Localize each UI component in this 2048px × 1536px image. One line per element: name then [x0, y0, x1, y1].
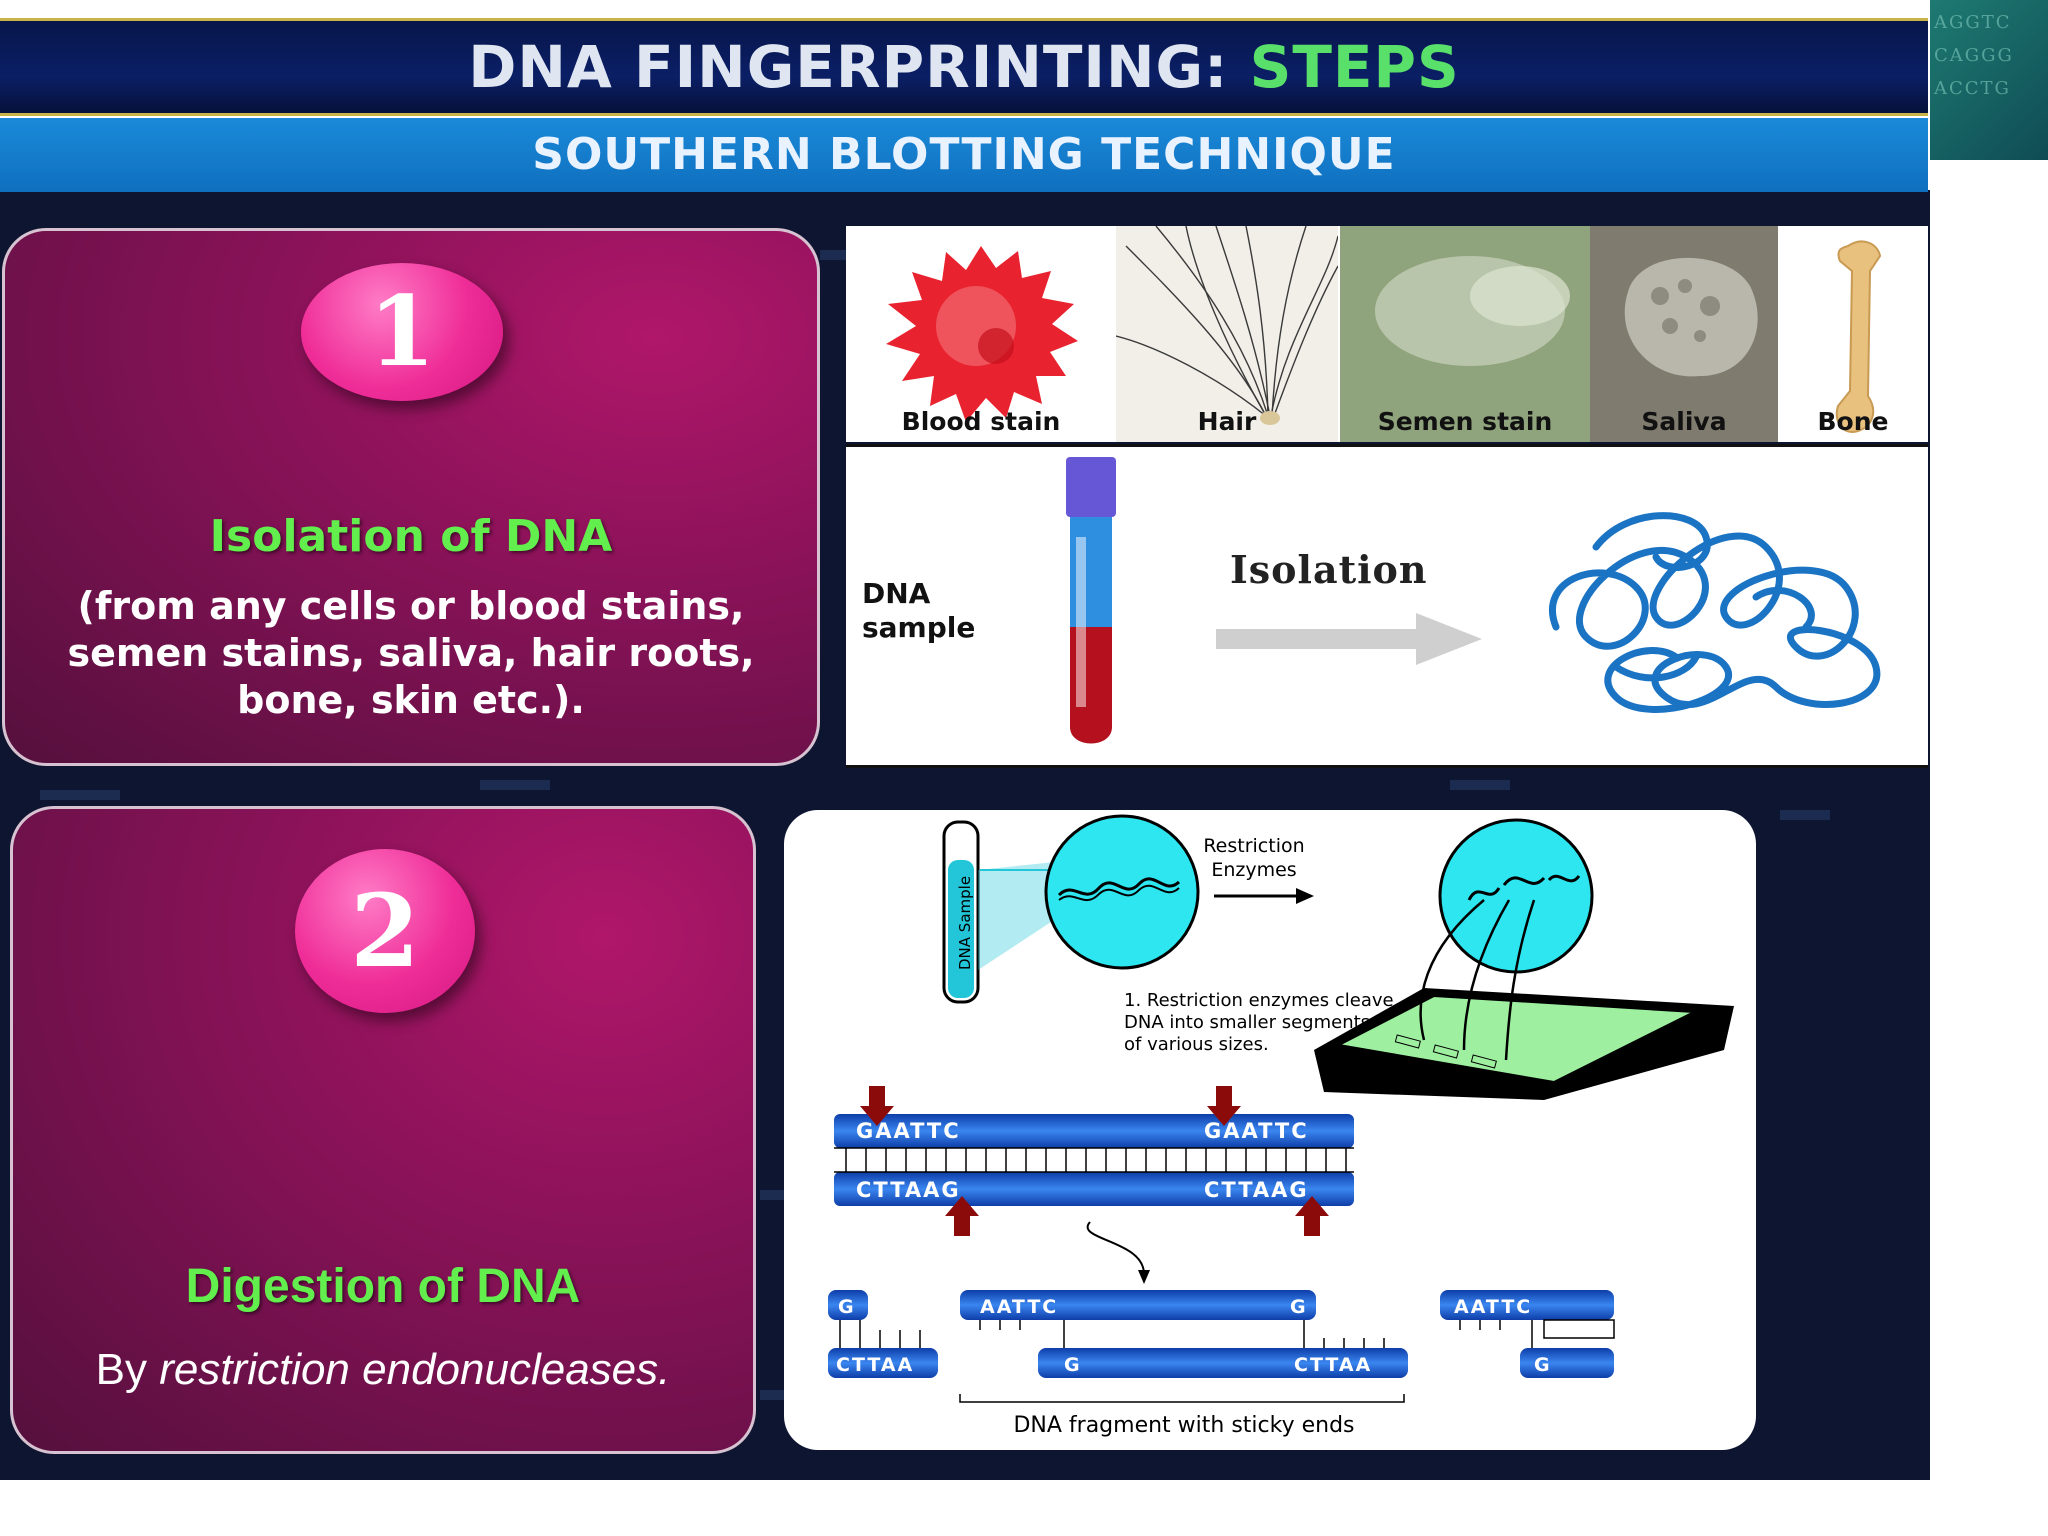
- enzyme-label-line1: Restriction: [1203, 835, 1304, 857]
- step2-number-badge: 2: [295, 849, 475, 1013]
- step2-description-prefix: By: [95, 1345, 160, 1394]
- slide-subtitle: SOUTHERN BLOTTING TECHNIQUE: [532, 129, 1396, 180]
- dna-sample-label-line2: sample: [862, 611, 976, 644]
- step1-title: Isolation of DNA: [209, 511, 613, 562]
- source-label-blood-stain: Blood stain: [901, 407, 1061, 436]
- hair-icon: [1116, 226, 1338, 425]
- isolation-diagram: DNA sample Isolation: [846, 444, 1928, 768]
- frag-left-bottom: CTTAA: [836, 1354, 914, 1376]
- saliva-image: Saliva: [1590, 226, 1778, 442]
- frag-mid-bottom-right: CTTAA: [1294, 1354, 1372, 1376]
- dna-fragments-circle-icon: [1438, 818, 1594, 974]
- frag-right-bottom: G: [1534, 1354, 1550, 1376]
- enzyme-label-line2: Enzymes: [1211, 859, 1296, 881]
- site-bottom-left: CTTAAG: [856, 1178, 961, 1202]
- semen-stain-image: Semen stain: [1340, 226, 1590, 442]
- step2-title: Digestion of DNA: [185, 1260, 581, 1313]
- step2-description-italic: restriction endonucleases.: [159, 1345, 671, 1394]
- frag-right-top: AATTC: [1454, 1296, 1532, 1318]
- middle-fragment-icon: [960, 1290, 1408, 1378]
- subtitle-bar: SOUTHERN BLOTTING TECHNIQUE: [0, 118, 1928, 192]
- title-accent-text: STEPS: [1249, 33, 1460, 101]
- cut-site-arrows-icon: [860, 1086, 1329, 1236]
- note-line3: of various sizes.: [1124, 1034, 1269, 1055]
- frag-left-top: G: [838, 1296, 854, 1318]
- step1-description: (from any cells or blood stains, semen s…: [67, 584, 755, 722]
- bone-icon: [1835, 240, 1882, 433]
- isolation-arrow-icon: [1216, 613, 1482, 665]
- step1-card: 1 Isolation of DNA (from any cells or bl…: [2, 228, 820, 766]
- site-bottom-right: CTTAAG: [1204, 1178, 1309, 1202]
- note-line2: DNA into smaller segments: [1124, 1012, 1370, 1033]
- frag-mid-bottom-left: G: [1064, 1354, 1080, 1376]
- bone-image: Bone: [1778, 226, 1928, 442]
- digestion-diagram: DNA Sample Restriction Enzymes: [784, 810, 1756, 1450]
- dna-sample-tube-icon: DNA Sample: [942, 820, 980, 1004]
- blood-stain-image: Blood stain: [846, 226, 1116, 442]
- gel-box-icon: [1314, 988, 1734, 1100]
- source-label-semen-stain: Semen stain: [1377, 407, 1553, 436]
- frag-mid-top-right: G: [1290, 1296, 1306, 1318]
- blood-tube-icon: [1066, 457, 1116, 744]
- fragment-caption: DNA fragment with sticky ends: [1013, 1413, 1354, 1438]
- step2-card: 2 Digestion of DNA By restriction endonu…: [10, 806, 756, 1454]
- fragment-to-gel-arrows-icon: [1419, 899, 1536, 1061]
- hair-image: Hair: [1116, 226, 1338, 442]
- title-bar: DNA FINGERPRINTING: STEPS: [0, 18, 1928, 116]
- source-label-hair: Hair: [1197, 407, 1257, 436]
- title-main-text: DNA FINGERPRINTING:: [468, 33, 1250, 101]
- enzyme-arrow-icon: [1214, 888, 1314, 904]
- tube-label: DNA Sample: [956, 876, 974, 970]
- dna-sample-label-line1: DNA: [862, 577, 931, 610]
- digestion-diagram-drawing: DNA Sample Restriction Enzymes: [828, 814, 1734, 1438]
- isolation-arrow-label: Isolation: [1230, 547, 1428, 592]
- dna-base-rungs: [845, 1148, 1347, 1172]
- left-fragment-icon: [828, 1290, 938, 1378]
- slide-title: DNA FINGERPRINTING: STEPS: [0, 21, 1928, 113]
- dna-coil-icon: [1549, 512, 1881, 713]
- step2-description: By restriction endonucleases.: [13, 1345, 753, 1395]
- semen-stain-icon: [1375, 256, 1570, 366]
- frag-mid-top-left: AATTC: [980, 1296, 1058, 1318]
- step1-number-badge: 1: [301, 263, 503, 401]
- site-top-left: GAATTC: [856, 1119, 961, 1143]
- dna-zoom-circle-icon: [1044, 814, 1200, 970]
- saliva-icon: [1624, 257, 1758, 377]
- fragment-bracket: [959, 1394, 1405, 1403]
- dna-sample-label: DNA sample: [862, 577, 975, 645]
- source-label-saliva: Saliva: [1641, 407, 1727, 436]
- blood-stain-icon: [886, 246, 1078, 422]
- note-line1: 1. Restriction enzymes cleave: [1124, 990, 1394, 1011]
- right-fragment-icon: [1440, 1290, 1615, 1378]
- source-label-bone: Bone: [1817, 407, 1889, 436]
- site-top-right: GAATTC: [1204, 1119, 1309, 1143]
- dna-sources-strip: Blood stain Hair Semen stain Sal: [846, 226, 1928, 442]
